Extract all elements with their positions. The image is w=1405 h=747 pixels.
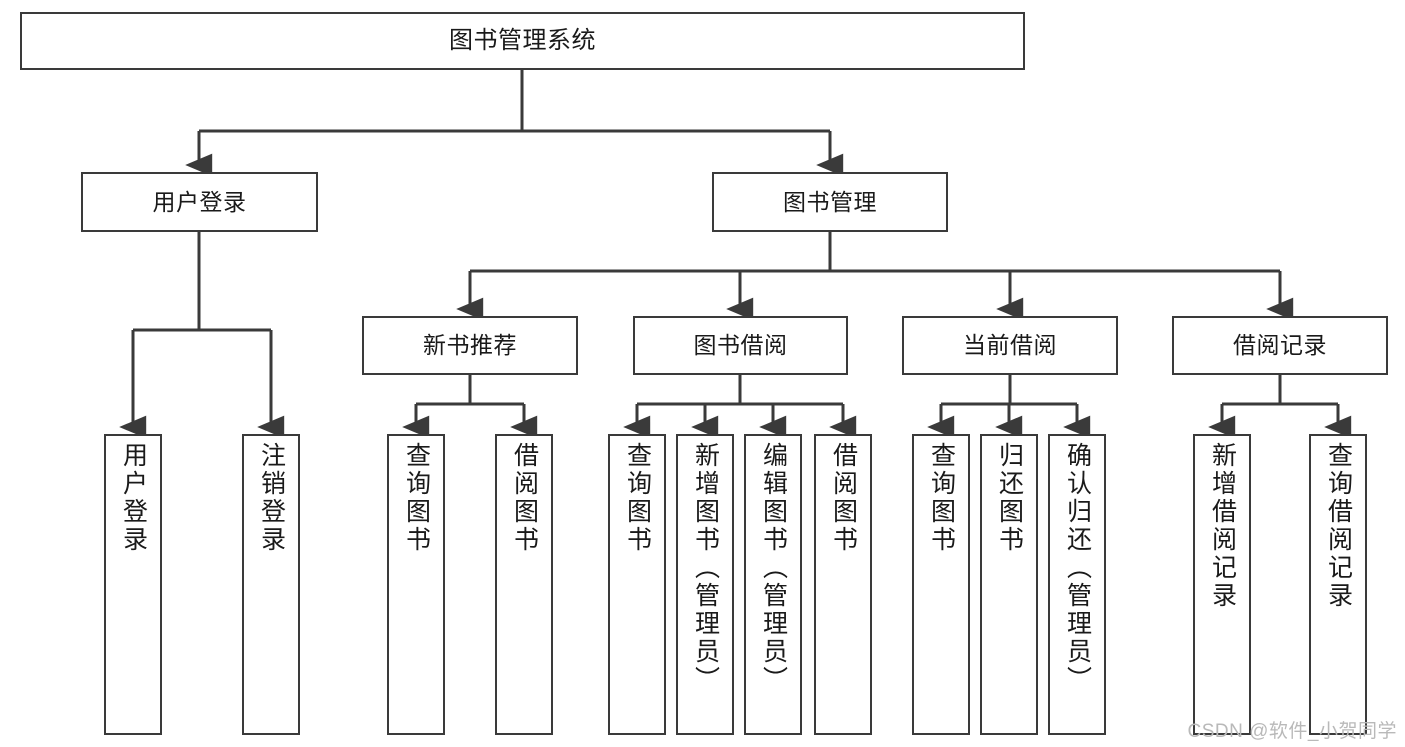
node-label: 新书推荐 — [423, 332, 517, 359]
node-label: 用户登录 — [119, 442, 148, 554]
node-label: 确认归还（管理员） — [1063, 442, 1092, 694]
node-label: 注销登录 — [257, 442, 286, 554]
node-label: 借阅图书 — [829, 442, 858, 554]
node-label: 图书管理 — [783, 188, 877, 215]
node-borrow-record[interactable]: 借阅记录 — [1172, 316, 1388, 375]
node-label: 编辑图书（管理员） — [759, 442, 788, 694]
node-user-login[interactable]: 用户登录 — [81, 172, 318, 232]
node-label: 查询图书 — [402, 442, 431, 554]
leaf-return-book[interactable]: 归还图书 — [980, 434, 1038, 735]
node-label: 归还图书 — [995, 442, 1024, 554]
node-label: 当前借阅 — [963, 332, 1057, 359]
node-new-book-recommend[interactable]: 新书推荐 — [362, 316, 578, 375]
node-label: 图书借阅 — [693, 332, 788, 359]
node-current-borrow[interactable]: 当前借阅 — [902, 316, 1118, 375]
leaf-query-book-recommend[interactable]: 查询图书 — [387, 434, 445, 735]
node-label: 查询图书 — [927, 442, 956, 554]
leaf-add-borrow-record[interactable]: 新增借阅记录 — [1193, 434, 1251, 735]
leaf-query-borrow-record[interactable]: 查询借阅记录 — [1309, 434, 1367, 735]
leaf-user-login[interactable]: 用户登录 — [104, 434, 162, 735]
node-label: 查询图书 — [623, 442, 652, 554]
node-label: 图书管理系统 — [449, 27, 596, 54]
leaf-user-logout[interactable]: 注销登录 — [242, 434, 300, 735]
leaf-query-book-current[interactable]: 查询图书 — [912, 434, 970, 735]
leaf-borrow-book[interactable]: 借阅图书 — [814, 434, 872, 735]
node-book-management[interactable]: 图书管理 — [712, 172, 948, 232]
leaf-borrow-book-recommend[interactable]: 借阅图书 — [495, 434, 553, 735]
leaf-query-book[interactable]: 查询图书 — [608, 434, 666, 735]
node-label: 用户登录 — [152, 188, 247, 215]
node-root-system[interactable]: 图书管理系统 — [20, 12, 1025, 70]
leaf-edit-book-admin[interactable]: 编辑图书（管理员） — [744, 434, 802, 735]
leaf-confirm-return-admin[interactable]: 确认归还（管理员） — [1048, 434, 1106, 735]
node-book-borrow[interactable]: 图书借阅 — [633, 316, 848, 375]
node-label: 借阅图书 — [510, 442, 539, 554]
node-label: 新增图书（管理员） — [691, 442, 720, 694]
node-label: 查询借阅记录 — [1324, 442, 1353, 610]
node-label: 借阅记录 — [1233, 332, 1327, 359]
leaf-add-book-admin[interactable]: 新增图书（管理员） — [676, 434, 734, 735]
node-label: 新增借阅记录 — [1208, 442, 1237, 610]
